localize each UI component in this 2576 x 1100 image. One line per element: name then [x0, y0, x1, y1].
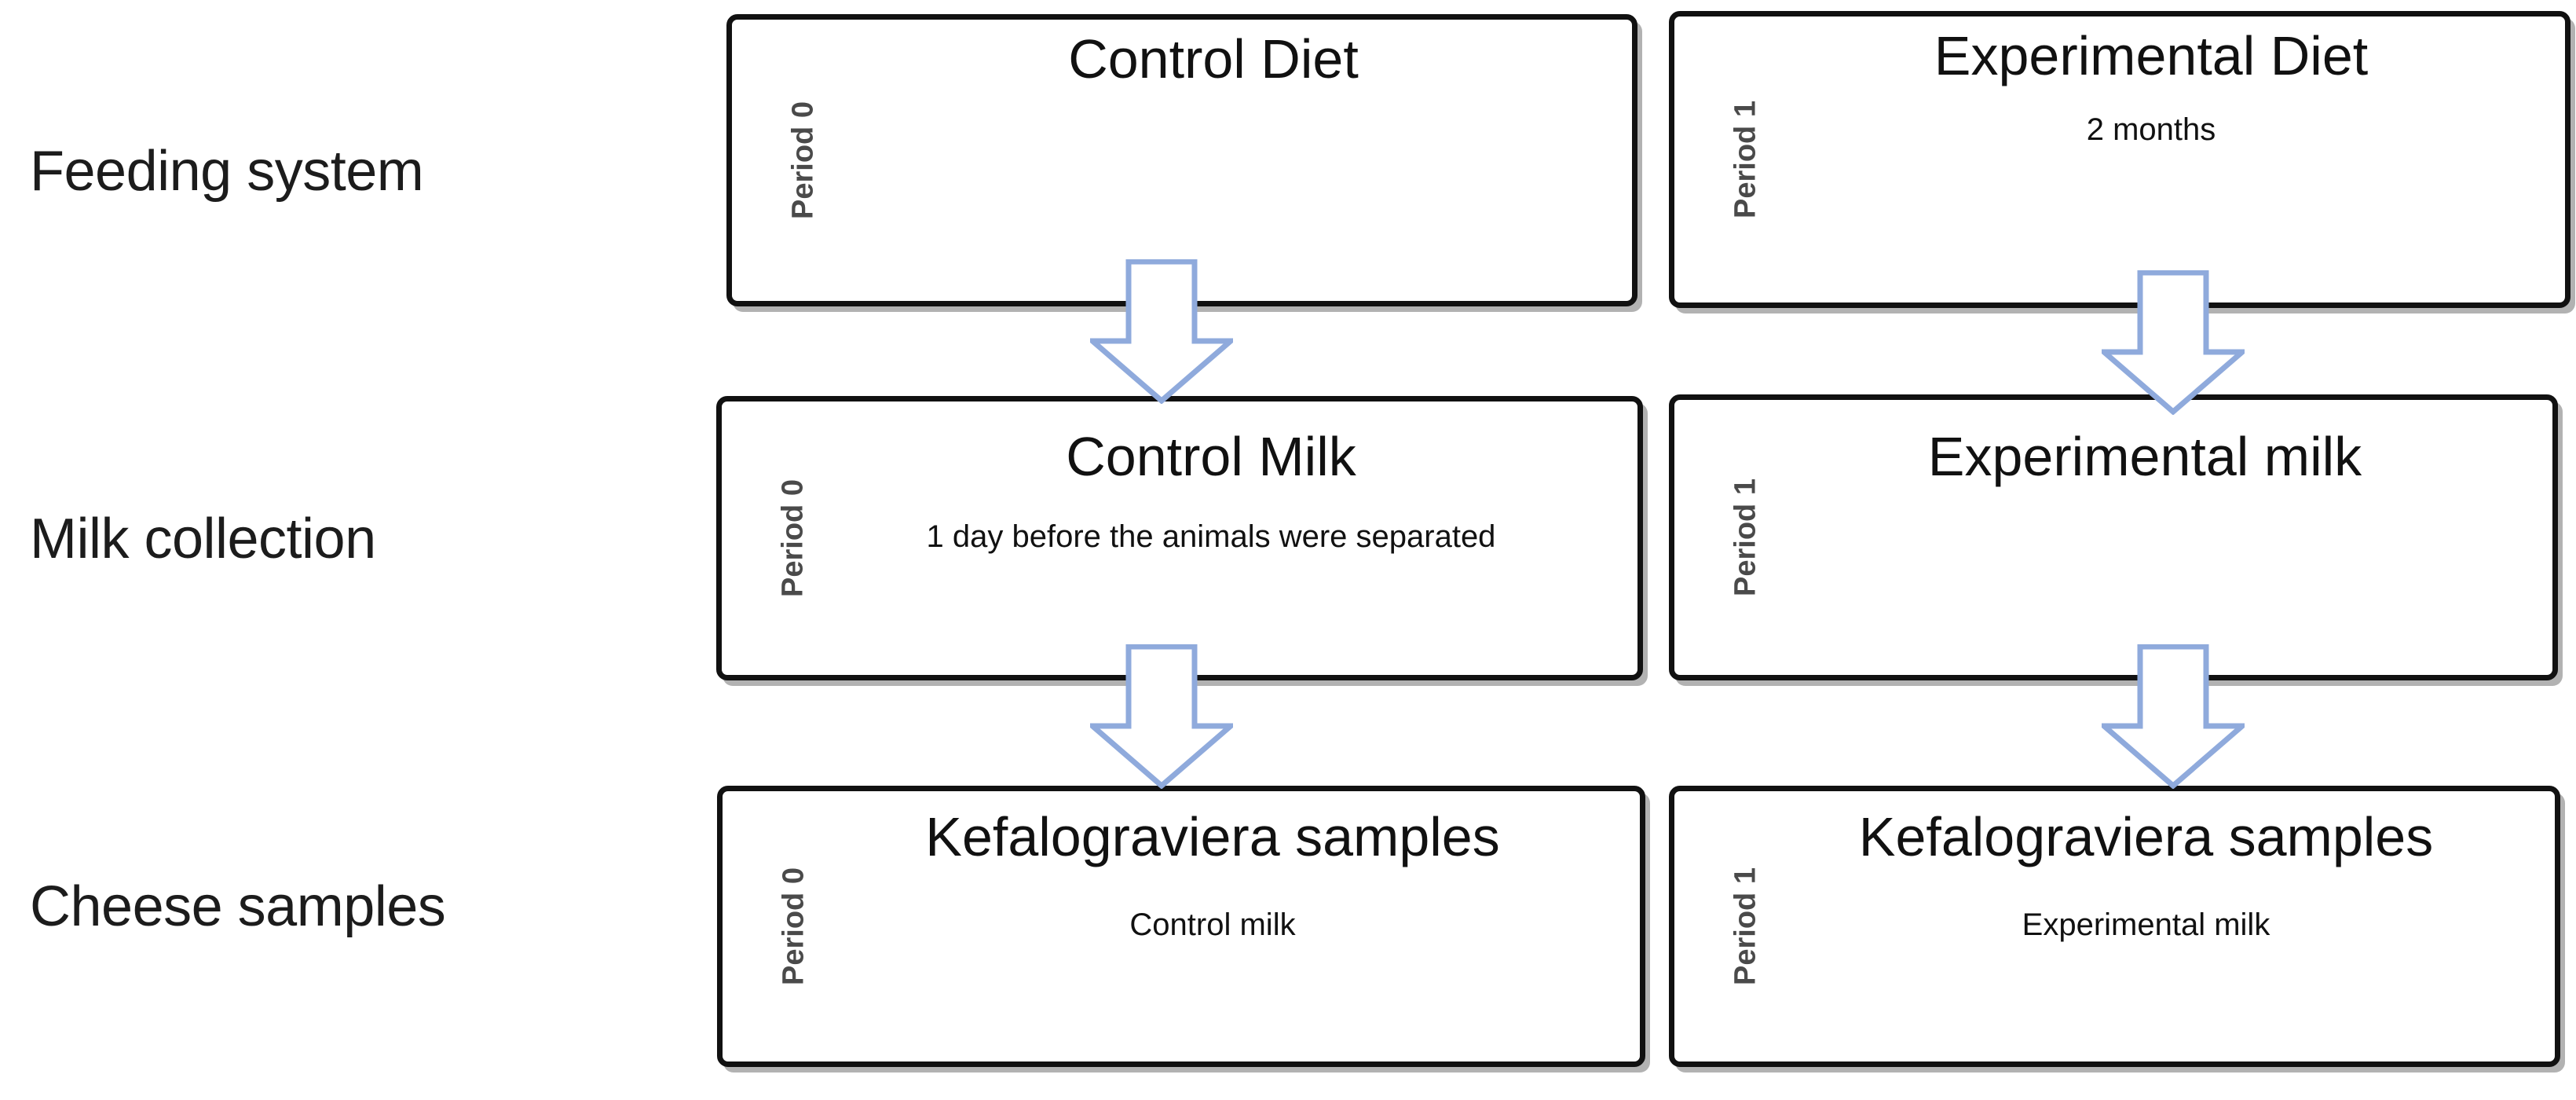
node-kefalograviera-control-body: Kefalograviera samples Control milk: [809, 791, 1616, 1062]
node-kefalograviera-experimental[interactable]: Period 1 Kefalograviera samples Experime…: [1669, 786, 2560, 1067]
node-kefalograviera-experimental-subtitle: Experimental milk: [2022, 907, 2270, 942]
node-control-milk-title: Control Milk: [1066, 426, 1356, 487]
period-label-1: Period 1: [1729, 867, 1762, 985]
period-label-0: Period 0: [786, 101, 820, 219]
node-kefalograviera-experimental-body: Kefalograviera samples Experimental milk: [1761, 791, 2531, 1062]
node-experimental-milk-body: Experimental milk: [1761, 400, 2529, 675]
node-kefalograviera-control-title: Kefalograviera samples: [925, 806, 1500, 867]
row-label-cheese-samples: Cheese samples: [30, 875, 446, 938]
row-label-feeding-system: Feeding system: [30, 140, 424, 203]
node-control-diet[interactable]: Period 0 Control Diet: [726, 14, 1637, 306]
node-control-milk-body: Control Milk 1 day before the animals we…: [808, 402, 1614, 675]
period-label-1: Period 1: [1729, 101, 1762, 218]
period-label-0: Period 0: [777, 867, 810, 985]
node-kefalograviera-control[interactable]: Period 0 Kefalograviera samples Control …: [717, 786, 1645, 1067]
period-label-0: Period 0: [776, 479, 810, 597]
node-experimental-diet[interactable]: Period 1 Experimental Diet 2 months: [1669, 11, 2571, 308]
period-label-1: Period 1: [1729, 478, 1762, 596]
node-experimental-milk-title: Experimental milk: [1927, 426, 2362, 487]
node-experimental-diet-body: Experimental Diet 2 months: [1761, 16, 2541, 302]
node-experimental-diet-title: Experimental Diet: [1934, 25, 2369, 86]
row-label-milk-collection: Milk collection: [30, 508, 376, 570]
node-kefalograviera-control-subtitle: Control milk: [1129, 907, 1296, 942]
node-control-milk[interactable]: Period 0 Control Milk 1 day before the a…: [716, 396, 1643, 680]
node-experimental-diet-subtitle: 2 months: [2086, 112, 2216, 147]
node-control-milk-subtitle: 1 day before the animals were separated: [926, 519, 1496, 554]
node-experimental-milk[interactable]: Period 1 Experimental milk: [1669, 394, 2558, 680]
node-control-diet-body: Control Diet: [818, 20, 1608, 301]
node-control-diet-title: Control Diet: [1068, 28, 1359, 90]
node-kefalograviera-experimental-title: Kefalograviera samples: [1858, 806, 2434, 867]
